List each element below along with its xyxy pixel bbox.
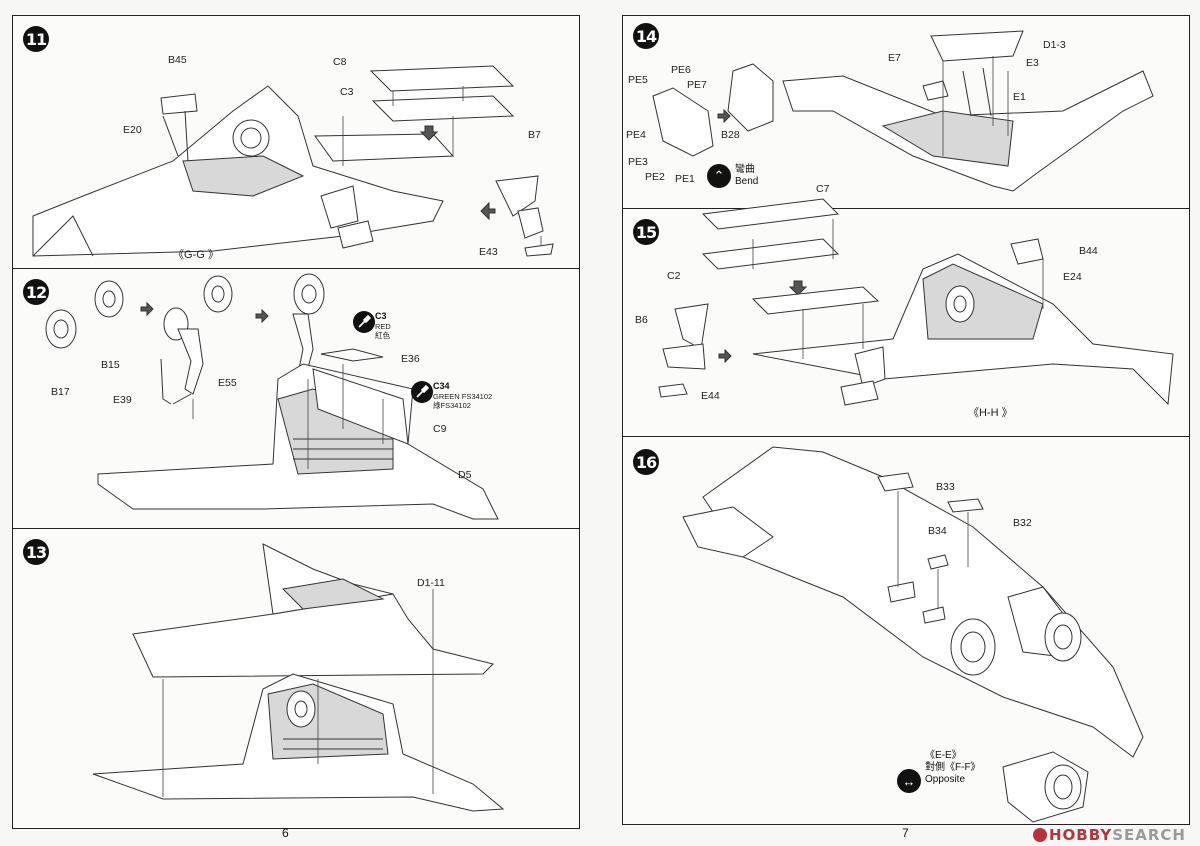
part-label-b17: B17 <box>51 386 70 398</box>
opposite-icon: ↔ <box>897 769 921 793</box>
step-14-illustration <box>652 30 1154 192</box>
step-11: 11 B45 E20 C8 <box>13 16 579 268</box>
part-label-c2: C2 <box>667 270 681 282</box>
view-label-h-h: 《H-H 》 <box>968 407 1013 419</box>
part-label-e24: E24 <box>1063 271 1082 283</box>
opposite-note: 《E-E》 對側《F-F》 Opposite <box>925 750 981 785</box>
step-15-badge: 15 <box>633 219 659 245</box>
part-label-b44: B44 <box>1079 245 1098 257</box>
part-label-pe5: PE5 <box>628 74 648 86</box>
watermark-suffix: SEARCH <box>1112 826 1186 844</box>
paint-code-c34: C34 <box>433 381 450 391</box>
page-number-7: 7 <box>902 826 909 840</box>
part-label-c3: C3 <box>340 86 354 98</box>
bend-icon: ⌃ <box>707 164 731 188</box>
part-label-pe4: PE4 <box>626 129 646 141</box>
part-label-b34: B34 <box>928 525 947 537</box>
page-7-frame: 14 PE5 PE6 PE7 PE4 PE3 PE2 PE1 B28 E7 D1… <box>622 15 1190 825</box>
page-6: 11 B45 E20 C8 <box>0 0 590 846</box>
part-label-pe3: PE3 <box>628 156 648 168</box>
hobby-search-watermark: HOBBYSEARCH <box>1033 826 1186 844</box>
part-label-b33: B33 <box>936 481 955 493</box>
paint-brush-badge-red <box>353 311 375 333</box>
step-13-illustration <box>92 543 505 812</box>
part-label-c9: C9 <box>433 423 447 435</box>
part-label-e20: E20 <box>123 124 142 136</box>
part-label-e55: E55 <box>218 377 237 389</box>
part-label-d1-3: D1-3 <box>1043 39 1066 51</box>
step-16-badge: 16 <box>633 449 659 475</box>
step-16-illustration <box>682 446 1144 823</box>
page-7: 14 PE5 PE6 PE7 PE4 PE3 PE2 PE1 B28 E7 D1… <box>600 0 1200 846</box>
part-label-pe1: PE1 <box>675 173 695 185</box>
paint-code-c3: C3 <box>375 311 387 321</box>
view-label-g-g: 《G-G 》 <box>173 249 219 261</box>
hobby-search-logo-icon <box>1033 828 1047 842</box>
part-label-b45: B45 <box>168 54 187 66</box>
part-label-b15: B15 <box>101 359 120 371</box>
part-label-b32: B32 <box>1013 517 1032 529</box>
part-label-c8: C8 <box>333 56 347 68</box>
step-15: 15 C7 C2 B44 E24 B6 <box>623 183 1189 437</box>
step-14: 14 PE5 PE6 PE7 PE4 PE3 PE2 PE1 B28 E7 D1… <box>623 16 1189 208</box>
part-label-b6: B6 <box>635 314 648 326</box>
step-12-illustration <box>45 273 499 520</box>
step-11-illustration <box>32 65 554 257</box>
step-13: 13 D1-11 <box>13 528 579 829</box>
part-label-pe6: PE6 <box>671 64 691 76</box>
part-label-pe2: PE2 <box>645 171 665 183</box>
step-14-badge: 14 <box>633 23 659 49</box>
paint-brush-badge-green <box>411 381 433 403</box>
part-label-e44: E44 <box>701 390 720 402</box>
part-label-c7: C7 <box>816 183 830 195</box>
page-6-frame: 11 B45 E20 C8 <box>12 15 580 829</box>
part-label-b28: B28 <box>721 129 740 141</box>
step-16: 16 B33 B34 B32 ↔ 《E-E》 對側《F-F》 Opposite <box>623 436 1189 825</box>
part-label-b7: B7 <box>528 129 541 141</box>
page-number-6: 6 <box>282 826 289 840</box>
part-label-pe7: PE7 <box>687 79 707 91</box>
part-label-e36: E36 <box>401 353 420 365</box>
watermark-prefix: HOBBY <box>1049 826 1113 844</box>
paintbrush-icon <box>416 385 429 398</box>
part-label-e7: E7 <box>888 52 901 64</box>
part-label-e3: E3 <box>1026 57 1039 69</box>
part-label-e1: E1 <box>1013 91 1026 103</box>
part-label-e39: E39 <box>113 394 132 406</box>
step-11-badge: 11 <box>23 26 49 52</box>
paintbrush-icon <box>358 315 371 328</box>
part-label-d5: D5 <box>458 469 472 481</box>
step-12-badge: 12 <box>23 279 49 305</box>
bend-note: 彎曲 Bend <box>735 164 759 187</box>
step-15-illustration <box>658 198 1174 406</box>
step-12: 12 C3 R <box>13 268 579 529</box>
step-13-badge: 13 <box>23 539 49 565</box>
paint-text-green: GREEN FS34102 綠FS34102 <box>433 392 493 410</box>
part-label-d1-11: D1-11 <box>417 577 445 589</box>
paint-text-red: RED 紅色 <box>375 322 391 340</box>
part-label-e43: E43 <box>479 246 498 258</box>
